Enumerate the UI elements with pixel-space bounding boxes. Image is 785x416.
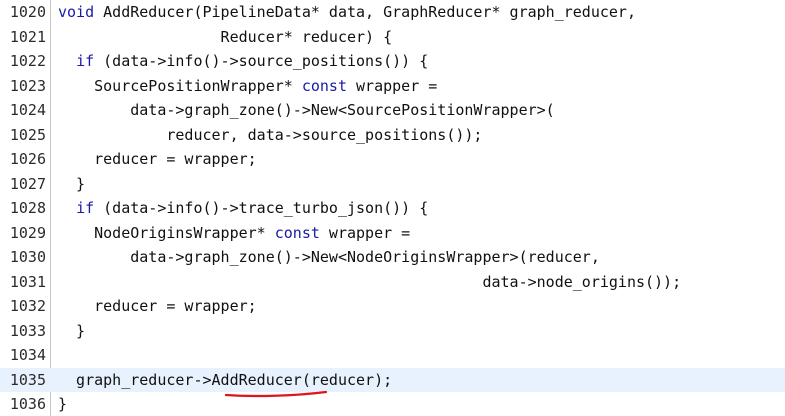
code-line[interactable]: 1026 reducer = wrapper;: [0, 147, 785, 171]
code-token: }: [58, 321, 86, 340]
code-line[interactable]: 1024 data->graph_zone()->New<SourcePosit…: [0, 98, 785, 122]
code-token: NodeOriginsWrapper*: [58, 223, 275, 242]
code-line[interactable]: 1027 }: [0, 172, 785, 196]
code-text: if (data->info()->trace_turbo_json()) {: [58, 196, 428, 220]
code-text: data->graph_zone()->New<NodeOriginsWrapp…: [58, 245, 600, 269]
code-line[interactable]: 1031 data->node_origins());: [0, 270, 785, 294]
code-line[interactable]: 1034: [0, 343, 785, 367]
keyword-token: const: [301, 76, 347, 95]
line-number: 1033: [9, 321, 46, 340]
line-number: 1035: [9, 370, 46, 389]
line-number: 1030: [9, 248, 46, 266]
code-line[interactable]: 1032 reducer = wrapper;: [0, 294, 785, 318]
line-number: 1024: [9, 101, 46, 119]
code-token: SourcePositionWrapper*: [58, 76, 302, 95]
code-line[interactable]: 1022 if (data->info()->source_positions(…: [0, 49, 785, 73]
code-text: data->graph_zone()->New<SourcePositionWr…: [58, 98, 555, 122]
code-text: data->node_origins());: [58, 270, 681, 294]
code-line[interactable]: 1021 Reducer* reducer) {: [0, 25, 785, 49]
code-text: }: [58, 319, 85, 343]
line-number: 1028: [9, 199, 46, 217]
code-text: Reducer* reducer) {: [58, 25, 393, 49]
code-text: }: [58, 172, 85, 196]
line-number: 1027: [9, 174, 46, 193]
code-line[interactable]: 1036}: [0, 392, 785, 416]
line-number: 1036: [9, 395, 46, 413]
code-text: if (data->info()->source_positions()) {: [58, 49, 428, 73]
code-text: reducer = wrapper;: [58, 147, 257, 171]
line-number: 1021: [9, 27, 46, 46]
code-line[interactable]: 1033 }: [0, 319, 785, 343]
code-token: reducer = wrapper;: [58, 150, 257, 168]
code-token: (data->info()->trace_turbo_json()) {: [94, 199, 429, 217]
line-number-gutter: [0, 0, 51, 416]
keyword-token: if: [76, 52, 95, 70]
code-token: }: [58, 395, 68, 413]
code-token: (data->info()->source_positions()) {: [94, 52, 429, 70]
code-token: reducer, data->source_positions());: [58, 125, 483, 144]
line-number: 1025: [9, 125, 46, 144]
code-token: [58, 52, 76, 70]
code-token: data->graph_zone()->New<NodeOriginsWrapp…: [58, 248, 600, 266]
line-number: 1026: [9, 150, 46, 168]
code-token: AddReducer(PipelineData* data, GraphRedu…: [94, 3, 636, 21]
code-token: wrapper =: [319, 223, 411, 242]
line-number: 1020: [9, 3, 46, 21]
code-text: NodeOriginsWrapper* const wrapper =: [58, 221, 410, 245]
line-number: 1029: [9, 223, 46, 242]
code-line[interactable]: 1023 SourcePositionWrapper* const wrappe…: [0, 74, 785, 98]
code-text: void AddReducer(PipelineData* data, Grap…: [58, 0, 636, 24]
code-text: reducer = wrapper;: [58, 294, 257, 318]
code-text: SourcePositionWrapper* const wrapper =: [58, 74, 437, 98]
code-token: reducer = wrapper;: [58, 297, 257, 315]
code-line[interactable]: 1030 data->graph_zone()->New<NodeOrigins…: [0, 245, 785, 269]
code-line[interactable]: 1020 void AddReducer(PipelineData* data, …: [0, 0, 785, 24]
keyword-token: const: [274, 223, 320, 242]
keyword-token: if: [76, 199, 95, 217]
code-line-current[interactable]: 1035 graph_reducer->AddReducer(reducer);: [0, 367, 785, 392]
code-line[interactable]: 1028 if (data->info()->trace_turbo_json(…: [0, 196, 785, 220]
code-token: wrapper =: [347, 76, 438, 95]
code-token: [58, 199, 76, 217]
code-line[interactable]: 1025 reducer, data->source_positions());: [0, 123, 785, 147]
line-number: 1023: [9, 76, 46, 95]
line-number: 1034: [9, 346, 46, 364]
code-token: data->node_origins());: [58, 272, 682, 291]
code-line[interactable]: 1029 NodeOriginsWrapper* const wrapper =: [0, 221, 785, 245]
code-text: reducer, data->source_positions());: [58, 123, 482, 147]
code-token: graph_reducer->AddReducer(reducer);: [58, 370, 393, 389]
red-underline-annotation: [224, 390, 328, 398]
code-token: data->graph_zone()->New<SourcePositionWr…: [58, 101, 555, 119]
code-token: Reducer* reducer) {: [58, 27, 393, 46]
line-number: 1031: [9, 272, 46, 291]
line-number: 1032: [9, 297, 46, 315]
keyword-token: void: [58, 3, 95, 21]
code-text: graph_reducer->AddReducer(reducer);: [58, 368, 392, 392]
code-text: }: [58, 392, 67, 416]
line-number: 1022: [9, 52, 46, 70]
code-token: }: [58, 174, 86, 193]
